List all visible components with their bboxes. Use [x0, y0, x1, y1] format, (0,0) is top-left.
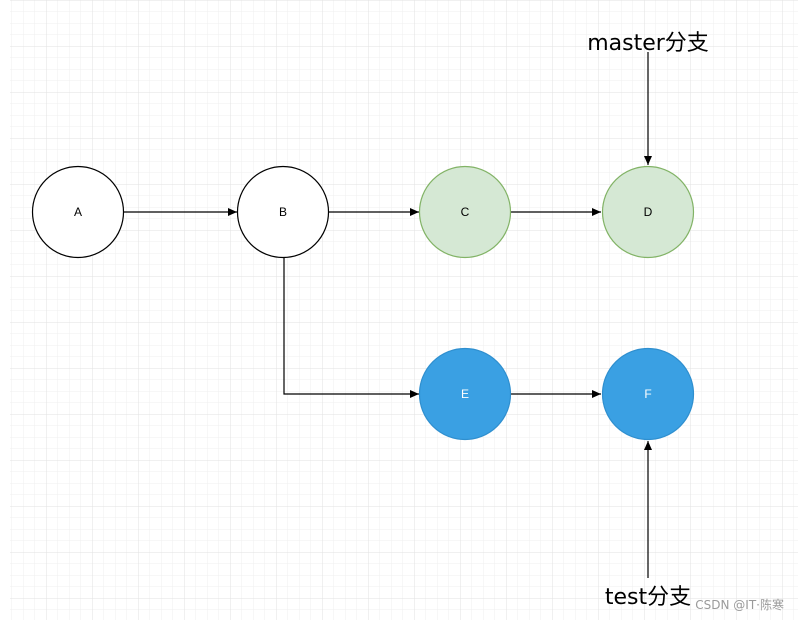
node-e-circle [418, 347, 512, 441]
node-a-circle [31, 165, 125, 259]
node-f-label: F [644, 387, 651, 401]
branch-label-master: master分支 [587, 31, 709, 56]
node-d-circle [601, 165, 695, 259]
node-b-label: B [279, 205, 287, 219]
node-c-circle [418, 165, 512, 259]
watermark-text: CSDN @IT·陈寒 [695, 597, 784, 612]
node-a[interactable]: A [31, 165, 125, 259]
branch-label-test: test分支 [605, 585, 691, 610]
node-e[interactable]: E [418, 347, 512, 441]
node-f[interactable]: F [601, 347, 695, 441]
grid-background [10, 0, 798, 620]
node-b-circle [236, 165, 330, 259]
node-c[interactable]: C [418, 165, 512, 259]
node-e-label: E [461, 387, 469, 401]
node-d-label: D [644, 205, 653, 219]
node-d[interactable]: D [601, 165, 695, 259]
edge-b-to-e [283, 258, 419, 398]
node-f-circle [601, 347, 695, 441]
node-a-label: A [74, 205, 82, 219]
node-b[interactable]: B [236, 165, 330, 259]
node-c-label: C [461, 205, 470, 219]
